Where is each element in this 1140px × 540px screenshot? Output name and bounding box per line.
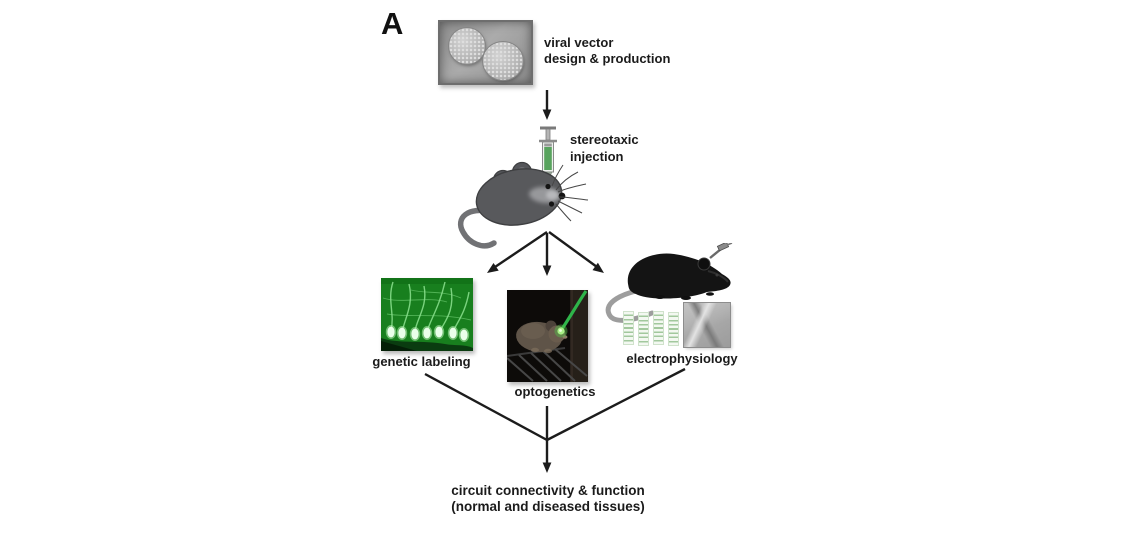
optical-fiber-icon [560,290,588,330]
genetic-labeling-label: genetic labeling [372,354,471,369]
branch-arrows-icon [487,231,604,276]
patch-clamp-image [684,303,730,347]
outcome-label-line2: (normal and diseased tissues) [451,499,645,514]
spike-raster-icon [653,311,664,345]
outcome-label-line1: circuit connectivity & function [451,483,645,498]
stereotaxic-label-line1: stereotaxic [570,132,639,147]
optogenetics-mouse-image [507,290,588,382]
spike-raster-icon [668,312,679,346]
viral-vector-label-line2: design & production [544,51,671,66]
electrophysiology-label: electrophysiology [626,351,738,366]
virus-particle-icon [483,42,523,80]
outcome-label: circuit connectivity & function (normal … [427,483,669,515]
spike-raster-icon [638,312,649,346]
viral-vector-label-line1: viral vector [544,35,614,50]
arrow-down-icon [542,90,552,120]
viral-vector-label: viral vector design & production [544,35,670,67]
fluorescent-neurons-image [381,278,473,351]
optogenetics-label: optogenetics [514,384,596,399]
stereotaxic-injection-label: stereotaxic injection [570,131,639,165]
mouse-top-view-icon [458,161,589,249]
electrophysiology-mouse-image [605,243,733,323]
converge-arrow-icon [424,367,686,473]
panel-label: A [381,6,404,41]
virus-particle-icon [449,28,485,64]
spike-raster-icon [623,311,634,345]
stereotaxic-label-line2: injection [570,149,624,164]
virus-em-image [438,20,533,85]
